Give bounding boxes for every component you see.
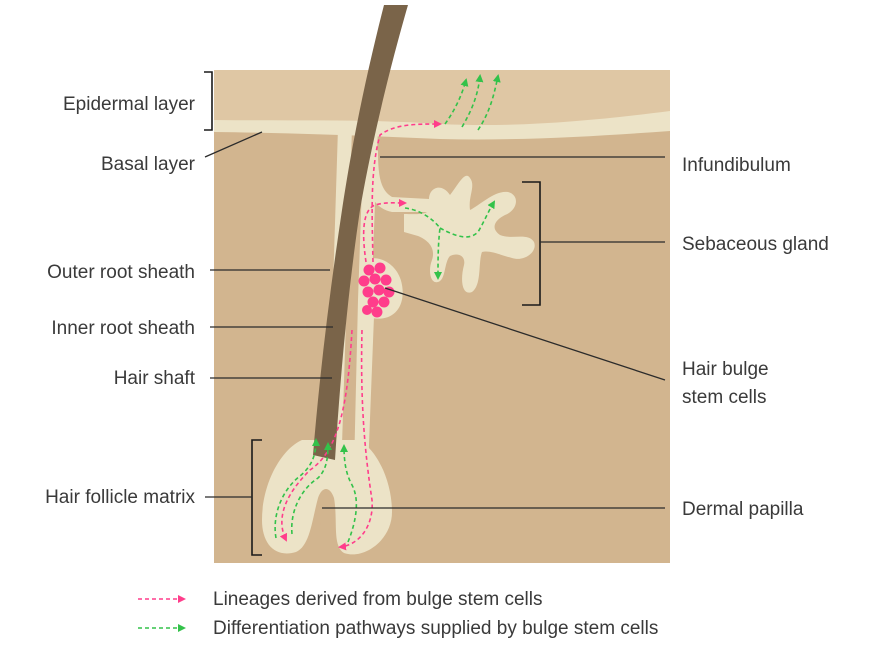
label-epidermal-layer: Epidermal layer (63, 94, 196, 115)
epidermal-bracket (204, 71, 213, 131)
lineage-arrows (279, 120, 442, 551)
label-outer-root-sheath: Outer root sheath (47, 262, 195, 283)
basal-layer-leader (204, 131, 263, 158)
stem-cell-cluster (358, 262, 395, 318)
legend-lineage-text: Lineages derived from bulge stem cells (213, 589, 543, 610)
label-infundibulum: Infundibulum (682, 155, 791, 176)
legend: Lineages derived from bulge stem cells D… (138, 589, 658, 639)
dermal-papilla (318, 495, 334, 560)
label-basal-layer: Basal layer (101, 154, 196, 175)
label-hair-bulge-stem-cells-2: stem cells (682, 387, 766, 408)
stem-cells-leader (384, 287, 666, 381)
hair-bulb (262, 440, 392, 555)
sebaceous-bracket (522, 181, 541, 306)
label-hair-follicle-matrix: Hair follicle matrix (45, 487, 195, 508)
label-hair-shaft: Hair shaft (114, 368, 196, 389)
label-hair-bulge-stem-cells-1: Hair bulge (682, 359, 769, 380)
epidermis-tissue (214, 70, 670, 128)
differentiation-arrows (274, 74, 501, 543)
infundibulum-duct (366, 150, 448, 212)
label-sebaceous-gland: Sebaceous gland (682, 234, 829, 255)
label-dermal-papilla: Dermal papilla (682, 499, 804, 520)
legend-differentiation-text: Differentiation pathways supplied by bul… (213, 618, 658, 639)
basal-layer-band (214, 111, 670, 140)
hair-shaft (313, 5, 408, 460)
label-inner-root-sheath: Inner root sheath (51, 318, 195, 339)
sebaceous-gland (404, 175, 535, 293)
